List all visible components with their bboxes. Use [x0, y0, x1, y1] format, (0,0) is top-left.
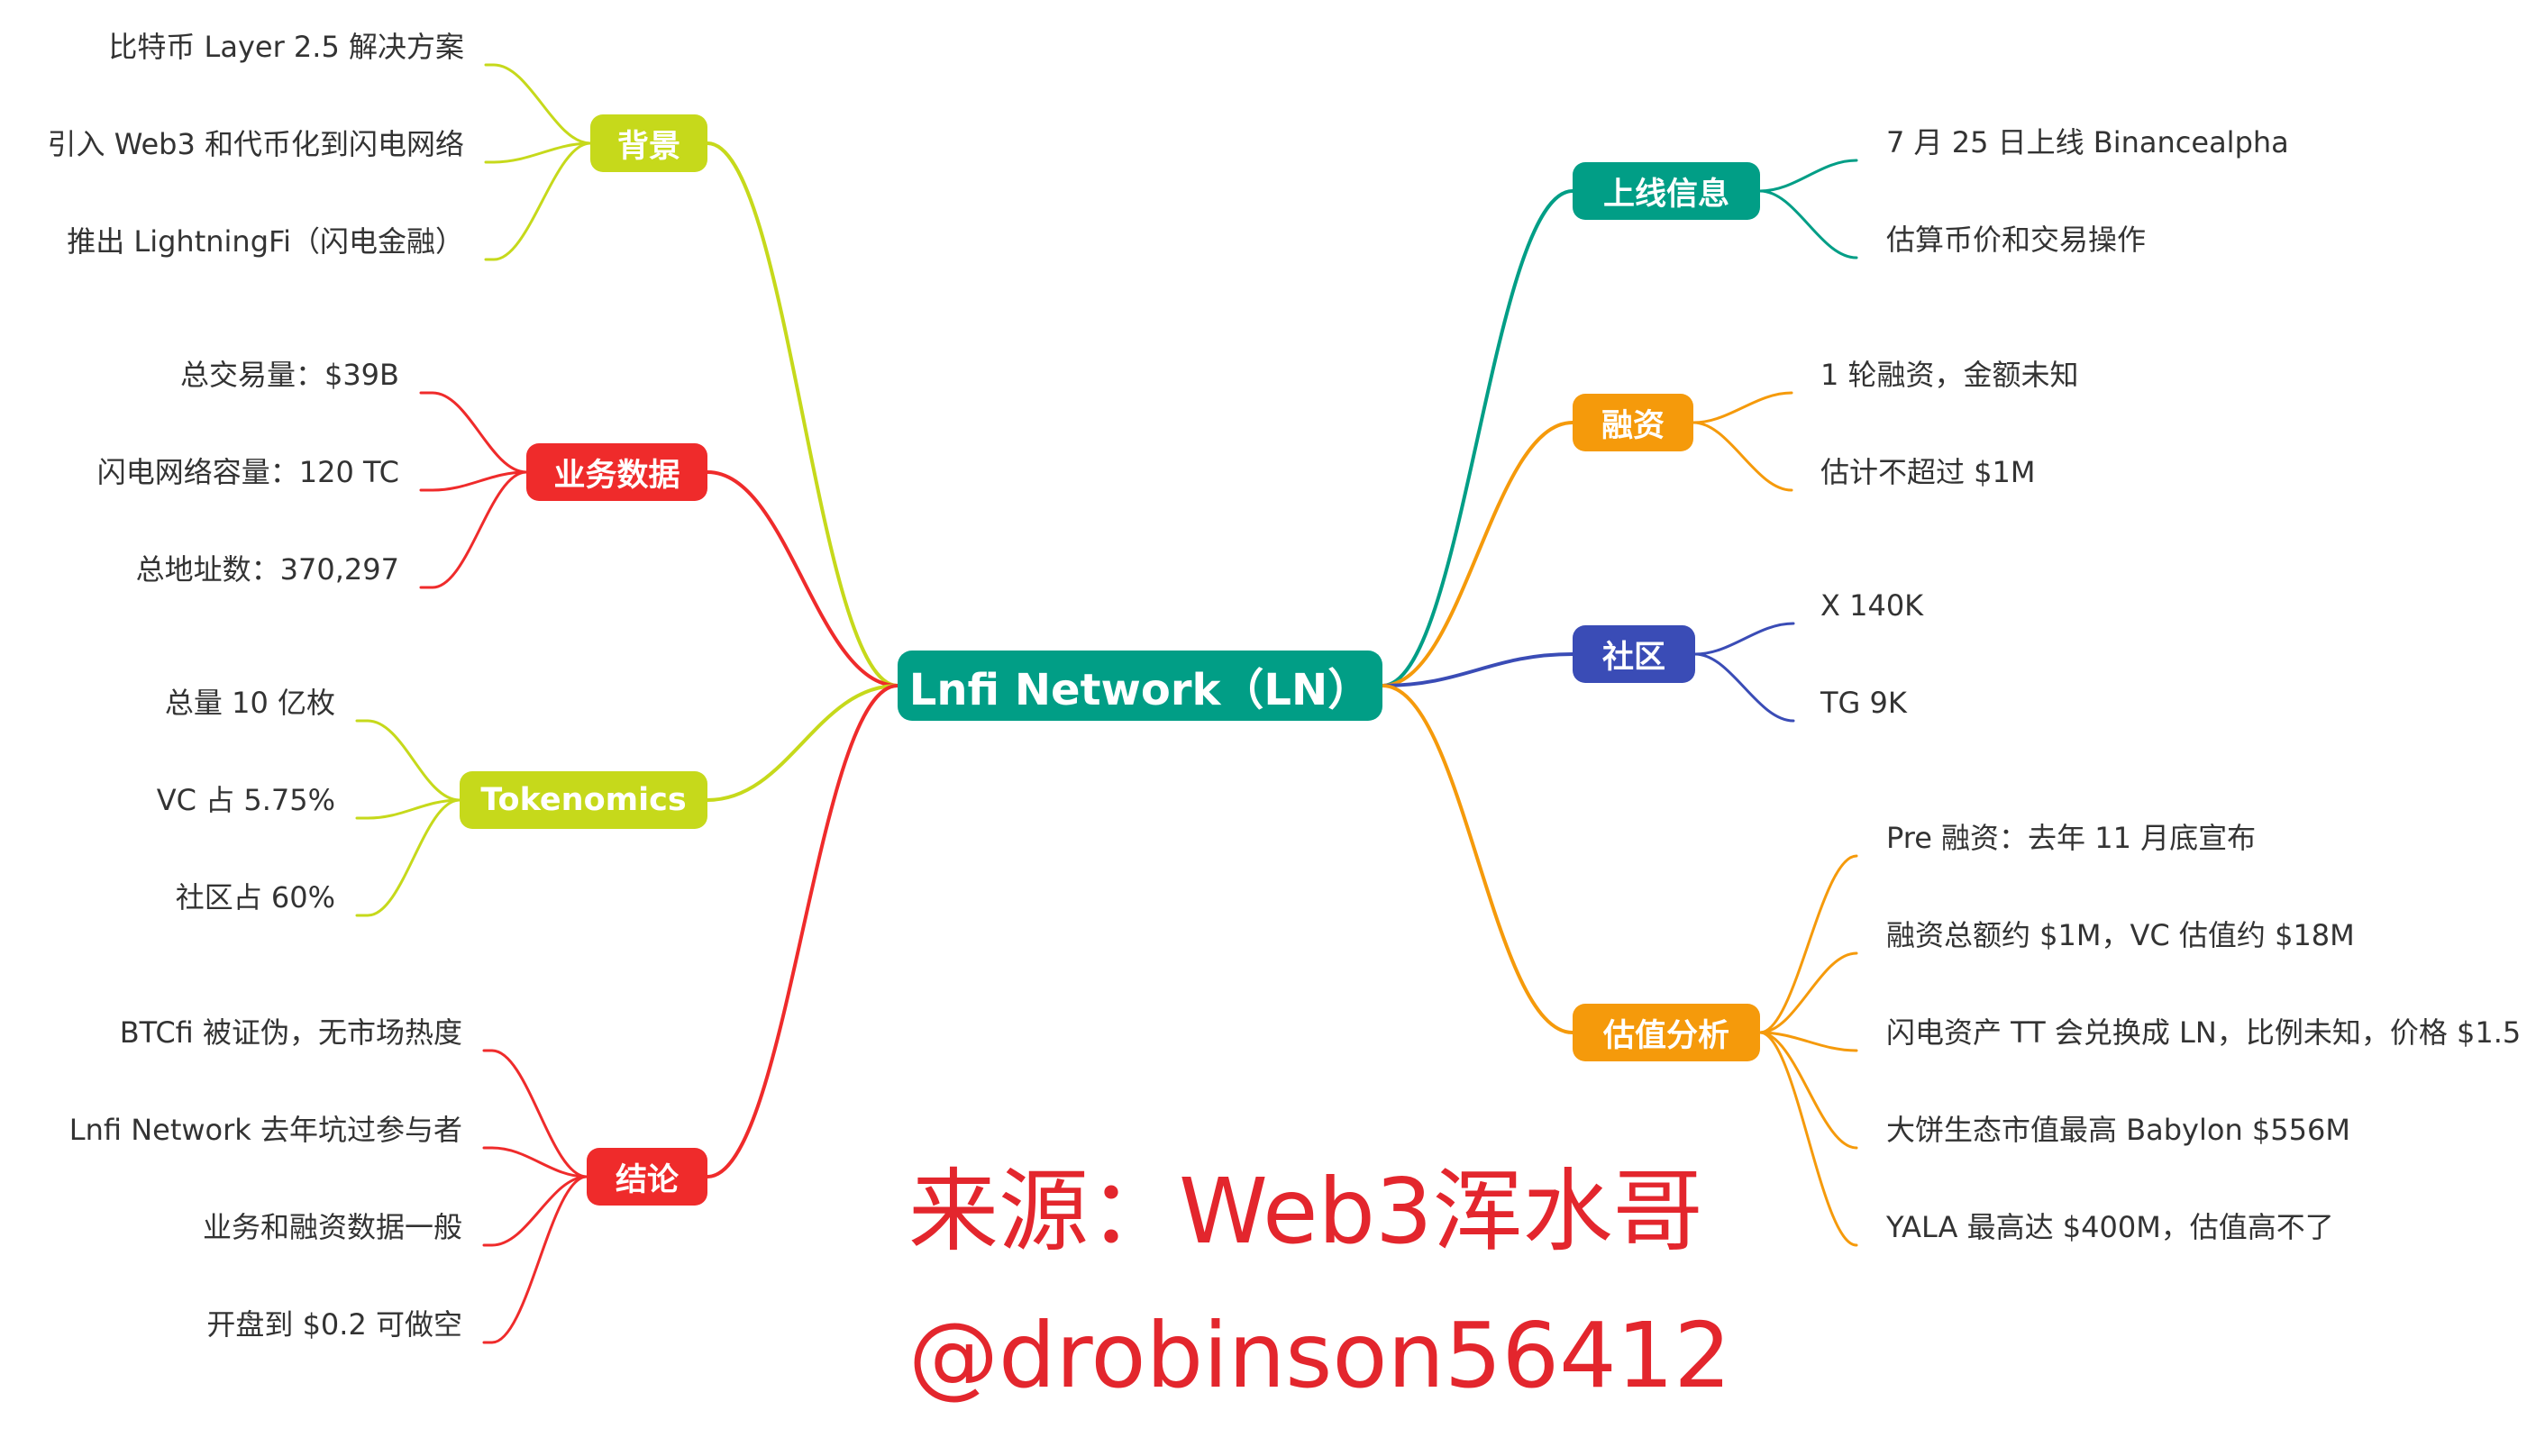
- conclusion-leaf[interactable]: 开盘到 $0.2 可做空: [206, 1307, 462, 1342]
- community-leaf[interactable]: TG 9K: [1820, 686, 1907, 720]
- connector-valuation-leaf: [1758, 1031, 1858, 1247]
- valuation-leaf[interactable]: 融资总额约 $1M，VC 估值约 $18M: [1886, 918, 2355, 952]
- connector-community-leaf: [1693, 652, 1795, 723]
- connector-tokenomics-leaf: [355, 719, 461, 802]
- connector-conclusion-leaf: [482, 1049, 588, 1178]
- root-node[interactable]: Lnfi Network（LN）: [898, 651, 1382, 721]
- connector-financing-leaf: [1692, 421, 1793, 492]
- background-leaf[interactable]: 推出 LightningFi（闪电金融）: [67, 224, 464, 259]
- handle-watermark: @drobinson56412: [908, 1303, 1731, 1408]
- listing-info-leaf[interactable]: 估算币价和交易操作: [1886, 223, 2147, 257]
- connector-background: [706, 141, 899, 687]
- business-data-leaf[interactable]: 总交易量：$39B: [179, 358, 399, 392]
- source-watermark: 来源：Web3浑水哥: [908, 1159, 1703, 1264]
- background-leaf[interactable]: 比特币 Layer 2.5 解决方案: [108, 30, 464, 64]
- financing-leaf[interactable]: 1 轮融资，金额未知: [1820, 358, 2079, 392]
- conclusion-leaf[interactable]: Lnfi Network 去年坑过参与者: [68, 1113, 462, 1147]
- connector-listing-info-leaf: [1758, 189, 1858, 259]
- branch-financing[interactable]: 融资: [1573, 394, 1693, 451]
- financing-leaf[interactable]: 估计不超过 $1M: [1820, 455, 2036, 489]
- connector-valuation-leaf: [1758, 1031, 1858, 1150]
- conclusion-leaf[interactable]: BTCfi 被证伪，无市场热度: [119, 1015, 462, 1050]
- valuation-leaf[interactable]: Pre 融资：去年 11 月底宣布: [1886, 821, 2257, 855]
- branch-valuation[interactable]: 估值分析: [1573, 1004, 1760, 1061]
- connector-business-data-leaf: [419, 391, 528, 474]
- connector-business-data-leaf: [419, 470, 528, 492]
- community-leaf[interactable]: X 140K: [1820, 588, 1924, 623]
- connector-tokenomics-leaf: [355, 798, 461, 917]
- valuation-leaf[interactable]: 闪电资产 TT 会兑换成 LN，比例未知，价格 $1.5: [1886, 1015, 2522, 1050]
- connector-financing: [1381, 421, 1574, 687]
- branch-conclusion[interactable]: 结论: [587, 1148, 707, 1206]
- connector-conclusion-leaf: [482, 1175, 588, 1247]
- valuation-leaf[interactable]: 大饼生态市值最高 Babylon $556M: [1886, 1113, 2350, 1147]
- connector-conclusion-leaf: [482, 1146, 588, 1178]
- connector-listing-info-leaf: [1758, 159, 1858, 193]
- connector-background-leaf: [484, 141, 592, 261]
- business-data-leaf[interactable]: 总地址数：370,297: [135, 552, 399, 587]
- connector-business-data: [706, 470, 899, 687]
- background-leaf[interactable]: 引入 Web3 和代币化到闪电网络: [47, 127, 464, 161]
- connector-community: [1381, 652, 1574, 687]
- branch-business-data[interactable]: 业务数据: [526, 443, 707, 501]
- conclusion-leaf[interactable]: 业务和融资数据一般: [202, 1210, 462, 1244]
- branch-tokenomics[interactable]: Tokenomics: [460, 771, 707, 829]
- connector-valuation-leaf: [1758, 951, 1858, 1034]
- branch-community[interactable]: 社区: [1573, 625, 1695, 683]
- connector-conclusion: [706, 684, 899, 1178]
- connector-community-leaf: [1693, 622, 1795, 656]
- business-data-leaf[interactable]: 闪电网络容量：120 TC: [96, 455, 399, 489]
- connector-valuation-leaf: [1758, 854, 1858, 1034]
- connector-valuation: [1381, 684, 1574, 1034]
- connector-background-leaf: [484, 63, 592, 145]
- connector-financing-leaf: [1692, 391, 1793, 424]
- connector-background-leaf: [484, 141, 592, 164]
- connector-tokenomics: [706, 684, 899, 802]
- connector-conclusion-leaf: [482, 1175, 588, 1344]
- listing-info-leaf[interactable]: 7 月 25 日上线 Binancealpha: [1886, 125, 2289, 159]
- connector-listing-info: [1381, 189, 1574, 687]
- connector-business-data-leaf: [419, 470, 528, 589]
- tokenomics-leaf[interactable]: 社区占 60%: [175, 880, 335, 915]
- branch-background[interactable]: 背景: [590, 114, 707, 172]
- connector-valuation-leaf: [1758, 1031, 1858, 1052]
- connector-tokenomics-leaf: [355, 798, 461, 820]
- branch-listing-info[interactable]: 上线信息: [1573, 162, 1760, 220]
- tokenomics-leaf[interactable]: VC 占 5.75%: [156, 783, 335, 817]
- valuation-leaf[interactable]: YALA 最高达 $400M，估值高不了: [1886, 1210, 2334, 1244]
- tokenomics-leaf[interactable]: 总量 10 亿枚: [164, 686, 335, 720]
